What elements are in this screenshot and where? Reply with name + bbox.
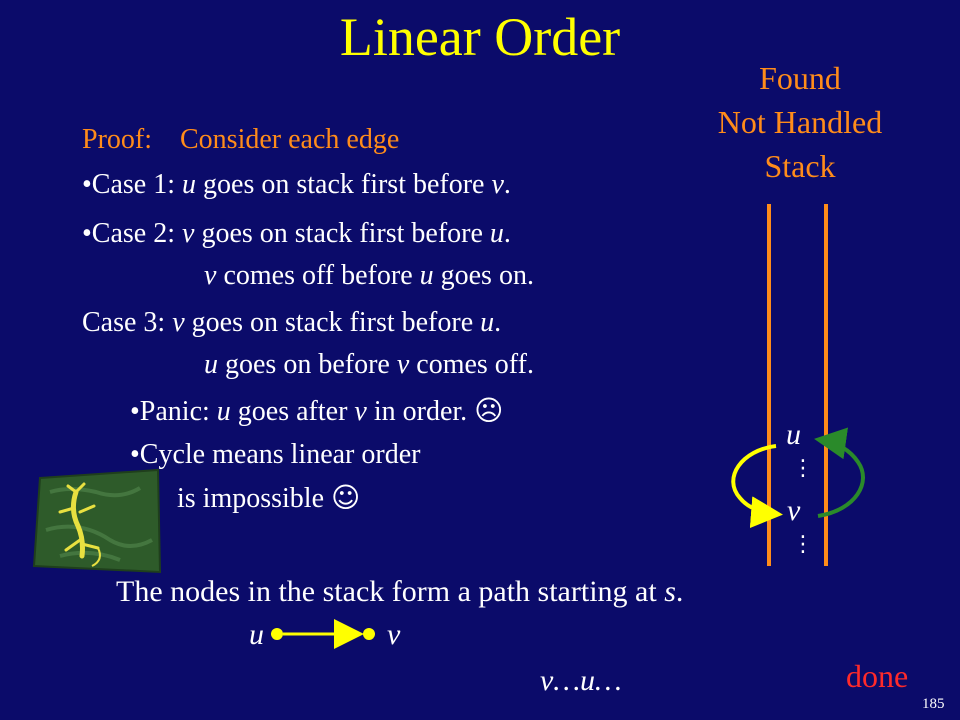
case-2-v: v <box>182 218 195 249</box>
case-2-line: •Case 2: v goes on stack first before u. <box>82 216 511 252</box>
case-3-detail-u: u <box>204 349 218 380</box>
case-2-end: . <box>503 218 511 249</box>
panic-mid: goes after <box>230 396 355 427</box>
case-1-u: u <box>182 169 197 200</box>
case-2-mid: goes on stack first before <box>194 218 490 249</box>
case-3-v: v <box>172 307 185 338</box>
smile-face-icon: ☺ <box>331 481 361 514</box>
panic-v: v <box>354 396 367 427</box>
case-2-prefix: •Case 2: <box>82 218 183 249</box>
stack-u-label: u <box>786 418 801 451</box>
node-u <box>271 628 283 640</box>
case-3-mid: goes on stack first before <box>184 307 481 338</box>
case-3-end: . <box>494 307 502 338</box>
edge-v-label: v <box>387 618 401 651</box>
column-header: Found Not Handled Stack <box>690 56 910 188</box>
node-v <box>363 628 375 640</box>
stack-dots-lower: ⋮ <box>792 532 814 557</box>
stack-v-label: v <box>787 494 801 527</box>
column-header-line-2: Not Handled <box>717 104 883 140</box>
case-2-u: u <box>489 218 504 249</box>
case-2-detail-mid: comes off before <box>216 260 420 291</box>
column-header-line-1: Found <box>759 60 841 96</box>
case-3-line: Case 3: v goes on stack first before u. <box>82 305 501 341</box>
case-3-detail-mid: goes on before <box>218 349 397 380</box>
case-1-prefix: •Case 1: <box>82 169 183 200</box>
case-2-detail-end: goes on. <box>433 260 534 291</box>
case-3-detail: u goes on before v comes off. <box>204 347 534 383</box>
cycle-text: is impossible <box>177 483 332 514</box>
frown-face-icon: ☹ <box>474 394 504 427</box>
order-sequence: v…u… <box>540 664 622 697</box>
sentence-text: The nodes in the stack form a path start… <box>116 575 665 608</box>
yellow-edge-arrow <box>731 444 783 529</box>
stack-path-sentence: The nodes in the stack form a path start… <box>116 574 683 610</box>
cycle-line-2: is impossible ☺ <box>177 480 360 517</box>
done-label: done <box>846 658 909 694</box>
case-2-detail: v comes off before u goes on. <box>204 258 534 294</box>
panic-line: •Panic: u goes after v in order. ☹ <box>130 393 503 430</box>
case-3-detail-v: v <box>396 349 410 380</box>
proof-label: Proof: <box>82 124 152 155</box>
sentence-end: . <box>675 575 684 608</box>
case-1-line: •Case 1: u goes on stack first before v. <box>82 167 511 203</box>
panic-u: u <box>216 396 231 427</box>
lizard-icon <box>32 468 162 574</box>
cycle-line-1: •Cycle means linear order <box>130 439 421 470</box>
column-header-line-3: Stack <box>764 148 836 184</box>
case-1-end: . <box>503 169 511 200</box>
edge-u-label: u <box>249 618 264 651</box>
case-1-v: v <box>491 169 504 200</box>
case-2-detail-u: u <box>419 260 434 291</box>
proof-heading: Proof: Consider each edge <box>82 122 399 158</box>
green-edge-arrow <box>814 427 865 518</box>
case-3-detail-end: comes off. <box>409 349 534 380</box>
case-3-prefix: Case 3: <box>82 307 173 338</box>
case-1-mid: goes on stack first before <box>196 169 492 200</box>
case-2-detail-v: v <box>204 260 217 291</box>
proof-intro: Consider each edge <box>180 124 400 155</box>
panic-end: in order. <box>366 396 475 427</box>
case-3-u: u <box>480 307 495 338</box>
slide-title: Linear Order <box>339 7 621 67</box>
sentence-s: s <box>664 575 676 608</box>
stack-dots-upper: ⋮ <box>792 456 814 481</box>
panic-prefix: •Panic: <box>130 396 217 427</box>
slide-number: 185 <box>922 696 945 712</box>
